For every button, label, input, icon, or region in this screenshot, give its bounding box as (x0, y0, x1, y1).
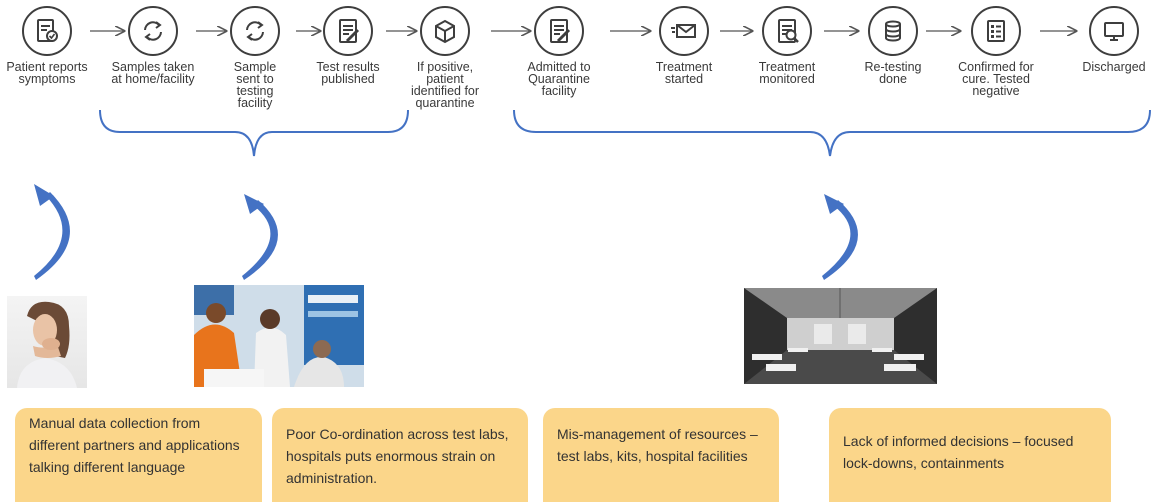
step-label: Confirmed for cure. Tested negative (958, 60, 1034, 98)
step-label: If positive, patient identified for quar… (410, 60, 480, 110)
curved-arrow-head (244, 194, 264, 214)
step-label: Admitted to Quarantine facility (527, 60, 591, 98)
curved-arrow (34, 192, 70, 280)
note-text: Manual data collection from different pa… (29, 415, 240, 475)
step-label: Samples taken at home/facility (111, 60, 195, 86)
document-pen-icon (323, 6, 373, 56)
document-search-icon (762, 6, 812, 56)
pain-point-note: Lack of informed decisions – focused loc… (829, 408, 1111, 502)
quarantine-ward-photo (744, 288, 937, 384)
box-icon (420, 6, 470, 56)
document-pen-icon (534, 6, 584, 56)
refresh-cycle-icon (230, 6, 280, 56)
curved-arrow-head (824, 194, 844, 214)
pain-point-note: Mis-management of resources – test labs,… (543, 408, 779, 502)
step-label: Treatment monitored (758, 60, 816, 86)
curved-arrow (822, 200, 858, 280)
coin-stack-icon (868, 6, 918, 56)
testing-staff-photo (194, 285, 364, 387)
step-label: Sample sent to testing facility (233, 60, 277, 110)
curved-arrow (242, 200, 278, 280)
right-bracket (513, 109, 1151, 157)
curved-arrow-head (34, 184, 54, 206)
step-admitted: Admitted to Quarantine facility (514, 6, 604, 97)
step-patient-reports: Patient reports symptoms (2, 6, 92, 85)
step-test-results: Test results published (303, 6, 393, 85)
note-text: Poor Co-ordination across test labs, hos… (286, 426, 509, 486)
step-confirmed-cure: Confirmed for cure. Tested negative (951, 6, 1041, 97)
woman-coughing-photo (7, 296, 87, 388)
step-samples-taken: Samples taken at home/facility (108, 6, 198, 85)
step-discharged: Discharged (1069, 6, 1159, 73)
step-if-positive: If positive, patient identified for quar… (400, 6, 490, 109)
step-label: Discharged (1082, 60, 1146, 74)
step-treatment-started: Treatment started (639, 6, 729, 85)
step-label: Test results published (316, 60, 380, 86)
step-label: Re-testing done (864, 60, 922, 86)
note-text: Lack of informed decisions – focused loc… (843, 433, 1074, 471)
monitor-icon (1089, 6, 1139, 56)
step-label: Patient reports symptoms (6, 60, 88, 86)
pain-point-note: Manual data collection from different pa… (15, 408, 262, 502)
clipboard-check-icon (22, 6, 72, 56)
refresh-cycle-icon (128, 6, 178, 56)
pain-point-note: Poor Co-ordination across test labs, hos… (272, 408, 528, 502)
envelope-send-icon (659, 6, 709, 56)
checklist-icon (971, 6, 1021, 56)
step-treatment-monitored: Treatment monitored (742, 6, 832, 85)
left-bracket (99, 109, 409, 157)
note-text: Mis-management of resources – test labs,… (557, 426, 758, 464)
step-retesting: Re-testing done (848, 6, 938, 85)
step-label: Treatment started (655, 60, 713, 86)
step-sample-sent: Sample sent to testing facility (210, 6, 300, 109)
